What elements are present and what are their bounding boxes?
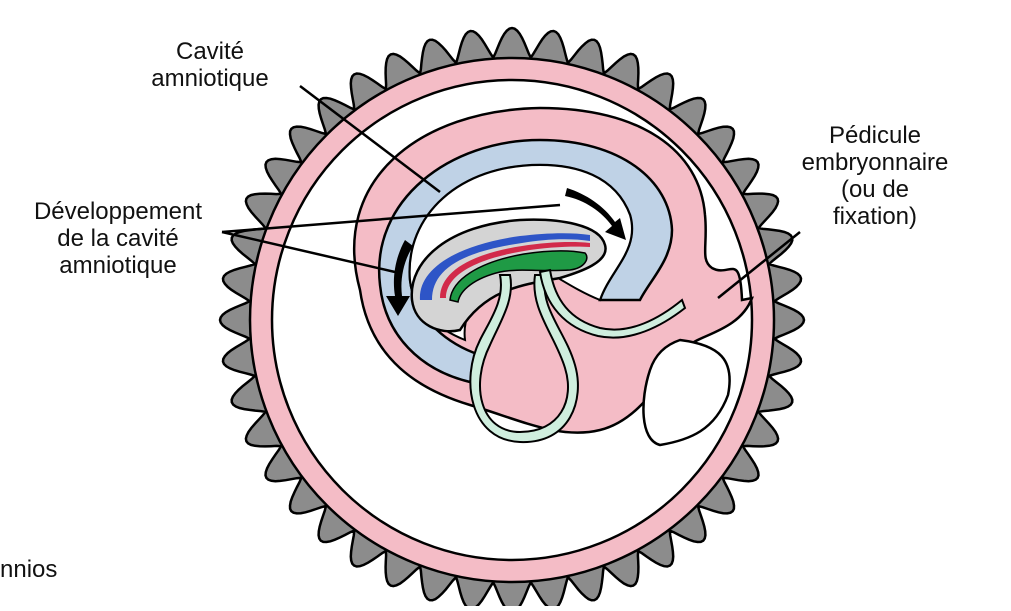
chorionic-cavity-notch xyxy=(642,338,731,447)
allantois xyxy=(538,268,687,339)
leader-line-development-lower xyxy=(221,230,396,274)
label-amniotic-cavity-development: Développement de la cavité amniotique xyxy=(33,198,203,279)
left-curved-arrow xyxy=(386,240,413,316)
label-amnios-fragment: nnios xyxy=(0,556,58,583)
leader-line-connecting-stalk xyxy=(717,231,801,299)
label-connecting-stalk: Pédicule embryonnaire (ou de fixation) xyxy=(801,122,949,230)
endoderm xyxy=(449,250,588,303)
leader-line-development-upper xyxy=(221,203,561,234)
right-curved-arrow xyxy=(565,188,626,240)
label-amniotic-cavity: Cavité amniotique xyxy=(151,38,269,92)
leader-line-amniotic-cavity xyxy=(299,85,441,193)
